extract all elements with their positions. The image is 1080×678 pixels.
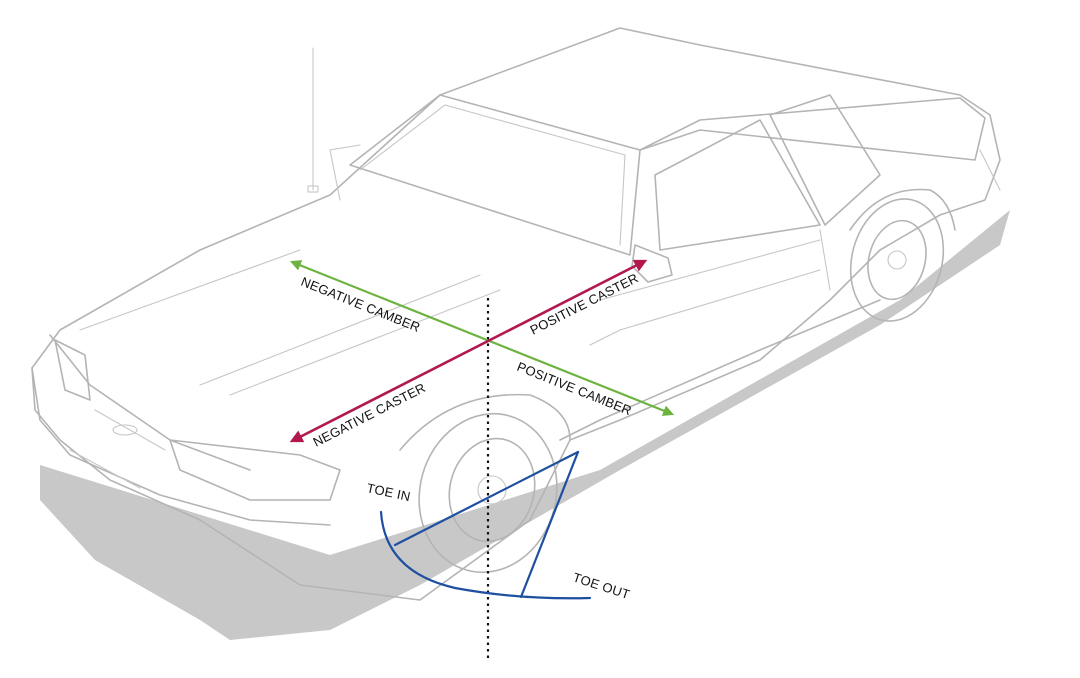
toe-diagram [379,450,592,600]
toe-out-line [519,450,580,599]
positive-camber-label: POSITIVE CAMBER [515,359,634,418]
toe-in-line [393,450,580,547]
positive-caster-label: POSITIVE CASTER [528,270,641,338]
toe-arc [379,510,592,600]
toe-in-label: TOE IN [365,480,411,504]
car-shadow [40,210,1010,640]
caster-arrow [289,259,648,443]
